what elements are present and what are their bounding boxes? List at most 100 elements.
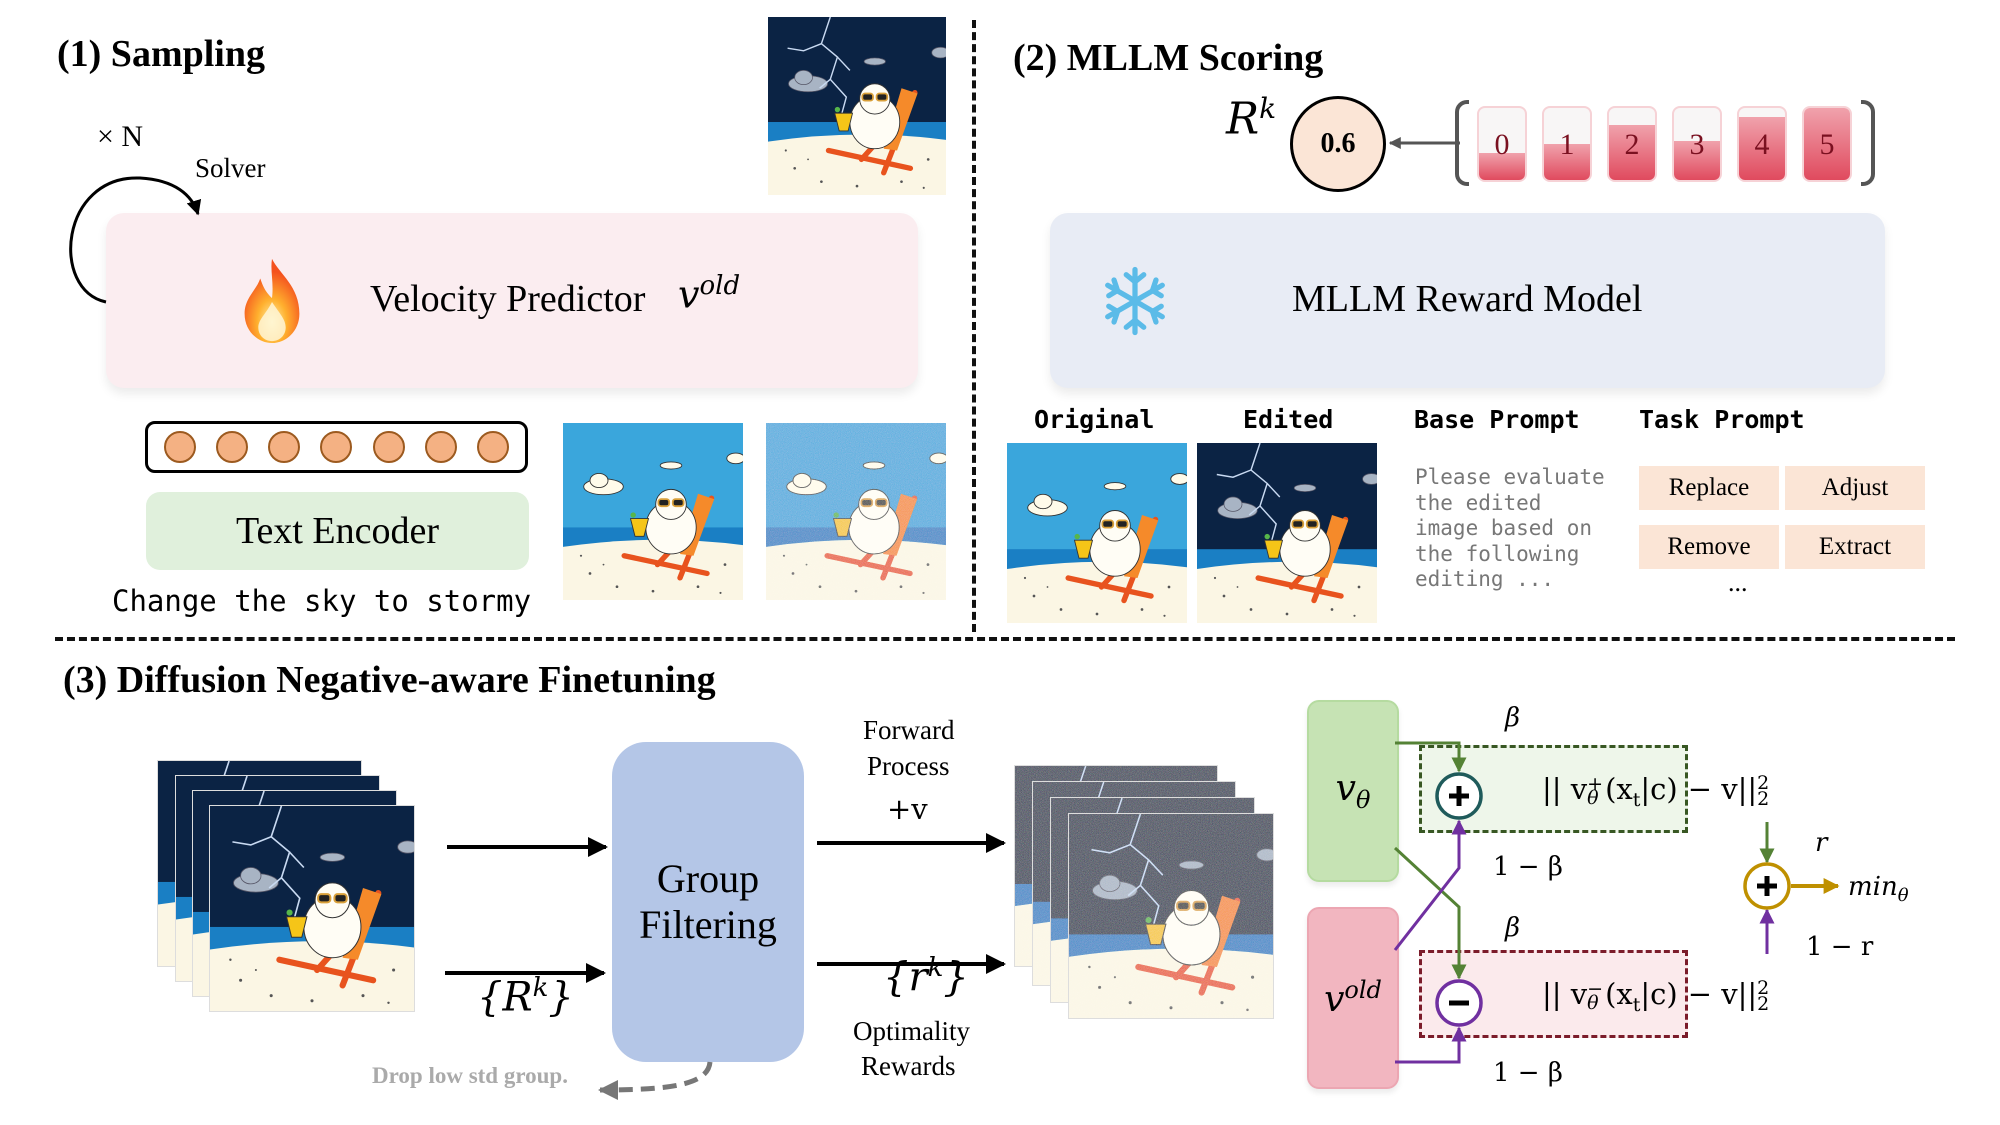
pos-loss-mid: (x [1605, 772, 1633, 806]
neg-loss-sub: θ [1587, 992, 1599, 1014]
task-prompt-more: ... [1728, 568, 1748, 597]
score-level-fill [1804, 108, 1850, 180]
reward-model-label: MLLM Reward Model [1292, 278, 1643, 320]
v-theta-base: v [1335, 767, 1356, 809]
beta-label-bottom: β [1505, 913, 1521, 943]
reward-symbol-sup: k [1259, 92, 1277, 125]
score-level-fill [1544, 144, 1590, 180]
score-level-fill [1479, 152, 1525, 180]
neg-loss-post: |c) [1640, 977, 1678, 1011]
score-level-label: 2 [1624, 128, 1640, 161]
group-filtering-label-1: Group [656, 856, 760, 901]
edited-column-header: Edited [1243, 405, 1334, 434]
neg-loss-tail-sup: 2 [1757, 977, 1770, 999]
optimality-set-base: {r [883, 954, 928, 1001]
token-embedding [268, 431, 301, 463]
score-level-0: 0 [1477, 106, 1527, 182]
pos-loss-pre: || v [1542, 772, 1588, 806]
optimality-label-2: Rewards [861, 1051, 956, 1081]
loop-count-label: × N [97, 120, 144, 153]
score-level-label: 4 [1754, 128, 1770, 161]
v-old-box: vold [1307, 907, 1399, 1089]
task-prompt-extract: Extract [1785, 525, 1925, 569]
reward-set-sup: k [532, 973, 549, 1003]
original-column-header: Original [1034, 405, 1155, 434]
pos-loss-sub: θ [1587, 787, 1599, 809]
r-label: r [1815, 828, 1828, 858]
neg-loss-pre: || v [1542, 977, 1588, 1011]
v-old-sup: old [699, 271, 741, 301]
text-encoder-box: Text Encoder [146, 492, 529, 570]
optimality-set-sup: k [927, 953, 944, 983]
left-bracket [1455, 100, 1469, 186]
v-theta-symbol: vθ [1336, 768, 1371, 814]
drop-group-arrow [598, 1061, 713, 1100]
scoring-title: (2) MLLM Scoring [1013, 37, 1324, 79]
token-embedding [164, 431, 197, 463]
token-embedding [216, 431, 249, 463]
token-embedding [476, 431, 509, 463]
pos-loss-sup: + [1587, 773, 1604, 795]
reward-set-label: {Rk} [477, 973, 574, 1020]
noisy-stack-image-1 [1068, 813, 1274, 1019]
score-level-label: 0 [1494, 128, 1510, 161]
solver-label: Solver [195, 153, 266, 183]
edited-stormy-image [768, 17, 946, 195]
score-level-label: 1 [1559, 128, 1575, 161]
reward-set-base: {R [477, 974, 533, 1021]
pos-loss-tail-sub: 2 [1757, 788, 1770, 810]
neg-loss-sup: − [1587, 978, 1604, 1000]
vertical-divider [972, 20, 976, 632]
score-level-fill [1674, 141, 1720, 180]
finetuning-title: (3) Diffusion Negative-aware Finetuning [63, 659, 716, 701]
v-old-box-base: v [1324, 979, 1345, 1020]
scoring-edited-image [1197, 443, 1377, 623]
right-bracket [1861, 100, 1875, 186]
reward-set-close: } [548, 974, 574, 1021]
score-level-fill [1609, 125, 1655, 180]
v-theta-sub: θ [1355, 786, 1371, 815]
score-level-label: 3 [1689, 128, 1705, 161]
group-filtering-box: Group Filtering [612, 742, 804, 1062]
token-embedding-bar [145, 421, 528, 473]
reward-value-circle: 0.6 [1290, 96, 1386, 192]
pos-loss-sub2: t [1632, 788, 1641, 811]
noisy-original-image [766, 423, 946, 600]
forward-op: +v [887, 792, 928, 826]
reward-symbol-base: R [1226, 93, 1260, 145]
pos-loss-tail-sup: 2 [1757, 772, 1770, 794]
base-prompt-column-header: Base Prompt [1414, 405, 1580, 434]
task-prompt-column-header: Task Prompt [1639, 405, 1805, 434]
velocity-predictor-panel: Velocity Predictor vold [106, 213, 918, 388]
one-minus-beta-label-top: 1 − β [1493, 852, 1563, 882]
reward-model-panel: MLLM Reward Model [1050, 213, 1885, 388]
task-prompt-remove: Remove [1639, 525, 1779, 569]
text-encoder-label: Text Encoder [235, 510, 440, 552]
v-old-base: v [678, 272, 700, 317]
one-minus-beta-label-bottom: 1 − β [1493, 1058, 1563, 1088]
score-level-1: 1 [1542, 106, 1592, 182]
reward-value: 0.6 [1320, 128, 1356, 159]
instruction-text: Change the sky to stormy [112, 584, 532, 618]
v-old-symbol: vold [678, 271, 740, 317]
horizontal-divider [55, 637, 1955, 641]
neg-loss-mid: (x [1605, 977, 1633, 1011]
score-level-3: 3 [1672, 106, 1722, 182]
token-embedding [424, 431, 457, 463]
stack-image-1 [209, 805, 415, 1012]
score-level-2: 2 [1607, 106, 1657, 182]
drop-note: Drop low std group. [372, 1063, 568, 1088]
velocity-predictor-label: Velocity Predictor [370, 278, 646, 320]
v-theta-box: vθ [1307, 700, 1399, 882]
v-old-box-sup: old [1344, 976, 1382, 1004]
scoring-original-image [1007, 443, 1187, 623]
score-level-5: 5 [1802, 106, 1852, 182]
final-sum-icon [1743, 862, 1791, 910]
forward-label-2: Process [867, 751, 950, 781]
objective-label: minθ [1848, 872, 1909, 906]
original-image [563, 423, 743, 600]
v-old-box-symbol: vold [1324, 976, 1382, 1020]
optimality-label-1: Optimality [853, 1016, 970, 1046]
